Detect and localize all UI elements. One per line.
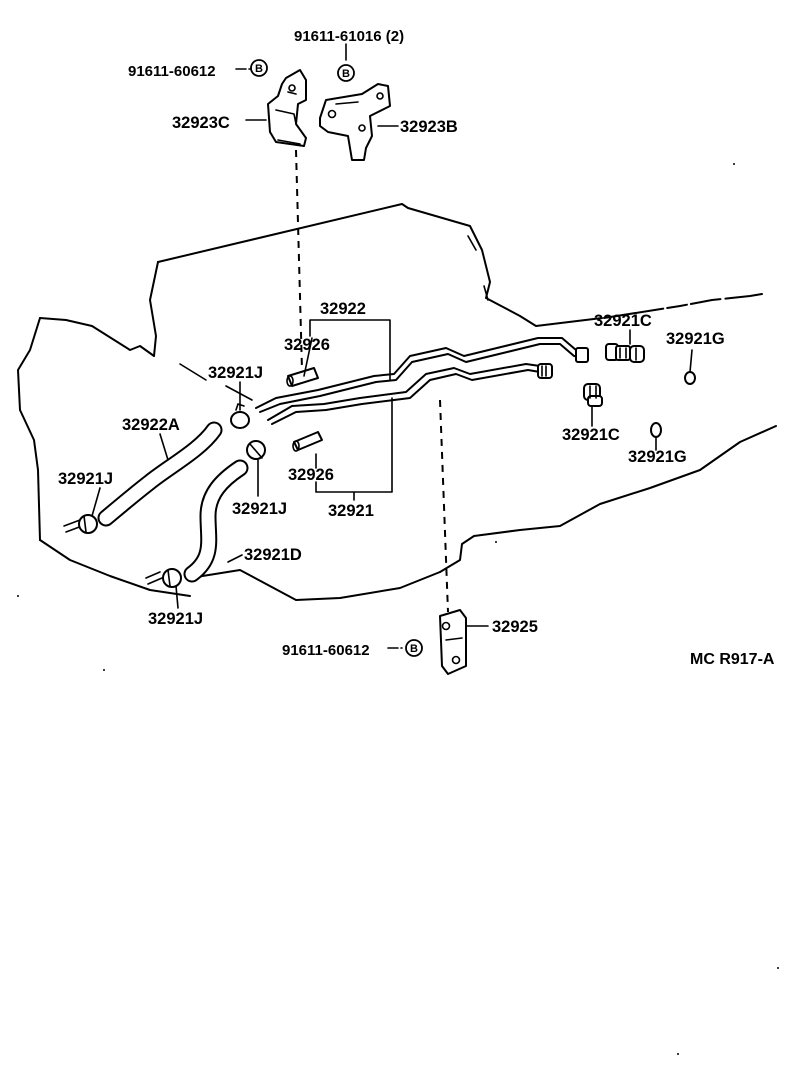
label-32926-upper: 32926 xyxy=(284,336,330,354)
label-32921: 32921 xyxy=(328,502,374,520)
print-specks xyxy=(17,163,779,1055)
label-32921c-lower: 32921C xyxy=(562,426,620,444)
badge-letter: B xyxy=(342,68,350,80)
pipe-fittings xyxy=(537,347,589,379)
bracket-32925 xyxy=(439,609,467,675)
pipe-32921 xyxy=(267,363,541,425)
clamp-32921j-upper xyxy=(230,403,250,429)
hose-32921d xyxy=(183,459,249,583)
clamp-32921j-left xyxy=(78,514,98,534)
sleeve-32926-upper xyxy=(286,367,319,387)
badge-letter: B xyxy=(410,643,418,655)
diagram-code: MC R917-A xyxy=(690,651,775,668)
union-32921c-upper xyxy=(605,343,645,363)
label-bolt-91611-60612-lower: 91611-60612 xyxy=(282,642,370,659)
guide-line-upper xyxy=(295,149,303,371)
label-32922a: 32922A xyxy=(122,416,180,434)
label-bolt-91611-60612-upper: 91611-60612 xyxy=(128,63,216,80)
label-32921j-upper: 32921J xyxy=(208,364,263,382)
gasket-32921g-upper xyxy=(684,371,696,385)
pipe-stubs xyxy=(63,519,163,585)
label-32921j-mid: 32921J xyxy=(232,500,287,518)
bracket-32923b xyxy=(319,83,391,161)
label-bolt-91611-61016: 91611-61016 (2) xyxy=(294,28,404,45)
label-32925: 32925 xyxy=(492,618,538,636)
bolt-b-badge-left: B xyxy=(250,59,268,77)
label-32921g-lower: 32921G xyxy=(628,448,687,466)
bolt-b-badge-bottom: B xyxy=(405,639,423,657)
guide-line-lower xyxy=(439,399,449,613)
gasket-32921g-lower xyxy=(650,422,662,438)
label-32923b: 32923B xyxy=(400,118,458,136)
clamp-32921j-mid xyxy=(246,440,266,460)
bracket-32923c xyxy=(267,69,307,147)
label-32923c: 32923C xyxy=(172,114,230,132)
leader-lines xyxy=(91,43,693,649)
label-32921c-upper: 32921C xyxy=(594,312,652,330)
transmission-outline xyxy=(17,203,777,601)
pipe-32922 xyxy=(255,337,585,413)
label-32921g-upper: 32921G xyxy=(666,330,725,348)
hose-32922a xyxy=(97,421,223,527)
union-32921c-lower xyxy=(583,383,603,407)
badge-letter: B xyxy=(255,63,263,75)
clamp-32921j-bottom xyxy=(162,568,182,588)
bolt-b-badge-top: B xyxy=(337,64,355,82)
label-32921d: 32921D xyxy=(244,546,302,564)
label-32922: 32922 xyxy=(320,300,366,318)
sleeve-32926-lower xyxy=(292,431,323,452)
label-32921j-bottom: 32921J xyxy=(148,610,203,628)
label-32926-lower: 32926 xyxy=(288,466,334,484)
label-32921j-left: 32921J xyxy=(58,470,113,488)
